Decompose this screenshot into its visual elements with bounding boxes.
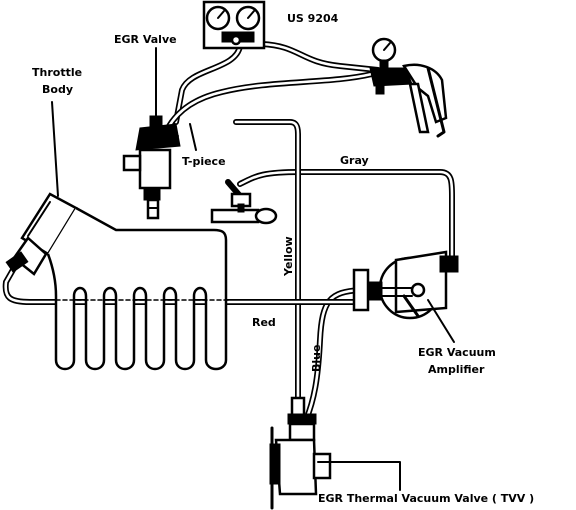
label-blue-hose: Blue <box>310 345 323 372</box>
label-throttle: Throttle <box>32 66 82 79</box>
egr-valve-icon <box>122 115 181 220</box>
hose-network <box>2 41 455 423</box>
label-amplifier: Amplifier <box>428 363 485 376</box>
intake-manifold <box>5 192 229 371</box>
label-t-piece: T-piece <box>182 155 226 168</box>
label-yellow-hose: Yellow <box>282 236 295 277</box>
label-tvv: EGR Thermal Vacuum Valve ( TVV ) <box>318 492 534 505</box>
hose-yellow <box>233 119 301 403</box>
label-egr-vacuum: EGR Vacuum <box>418 346 496 359</box>
manifold-runners <box>46 206 228 371</box>
label-body: Body <box>42 83 73 96</box>
label-us9204: US 9204 <box>287 12 339 25</box>
leader-lines <box>51 47 455 491</box>
t-piece-icon <box>210 179 278 225</box>
hose-pump-to-egr <box>165 71 375 131</box>
hose-red <box>2 265 359 305</box>
label-egr-valve: EGR Valve <box>114 33 177 46</box>
hose-gray <box>237 169 455 265</box>
vacuum-amplifier-icon <box>352 250 459 320</box>
us9204-gauge-tool <box>202 0 266 50</box>
gauge-icon <box>205 5 231 31</box>
hose-tool-to-tpiece <box>173 43 243 125</box>
label-gray-hose: Gray <box>340 154 369 167</box>
label-red-hose: Red <box>252 316 276 329</box>
hose-blue <box>303 287 407 423</box>
thermal-vacuum-valve-icon <box>269 396 332 510</box>
hose-tool-to-pump <box>259 41 381 73</box>
hand-vacuum-pump-icon <box>369 37 448 138</box>
gauge-icon <box>235 5 261 31</box>
